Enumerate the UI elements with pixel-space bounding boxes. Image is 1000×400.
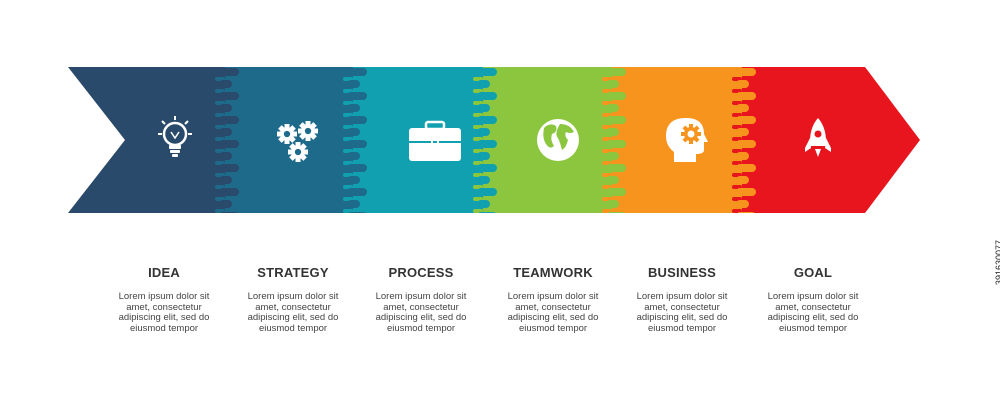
step-title: BUSINESS <box>647 265 717 280</box>
step-title: TEAMWORK <box>513 265 593 280</box>
step-description-line: eiusmod tempor <box>129 322 199 334</box>
segment-edge <box>215 68 239 213</box>
step-description-line: adipiscing elit, sed do <box>636 312 728 323</box>
step-title: GOAL <box>793 265 833 280</box>
step-description-line: Lorem ipsum dolor sit <box>118 291 210 302</box>
process-arrow <box>68 67 920 213</box>
step-title: IDEA <box>148 265 180 280</box>
step-description-line: eiusmod tempor <box>647 322 717 334</box>
step-description-line: Lorem ipsum dolor sit <box>375 291 467 302</box>
lightbulb-icon <box>158 116 192 157</box>
gears-icon <box>277 121 318 162</box>
segment-process <box>353 67 485 213</box>
connector-dot <box>216 155 222 161</box>
step-description-line: Lorem ipsum dolor sit <box>247 291 339 302</box>
segment-edge <box>343 68 367 213</box>
step-description-line: adipiscing elit, sed do <box>507 312 599 323</box>
connector-dot <box>344 155 350 161</box>
head-gear-icon <box>666 118 708 162</box>
segment-teamwork <box>483 67 614 213</box>
step-description-line: adipiscing elit, sed do <box>118 312 210 323</box>
step-description-line: amet, consectetur <box>126 301 202 313</box>
segment-goal <box>742 67 920 213</box>
stock-id: 391630077 <box>994 240 1000 286</box>
segment-strategy <box>225 67 355 213</box>
globe-icon <box>537 119 579 161</box>
connector-dot <box>336 155 342 161</box>
step-title: PROCESS <box>388 265 454 280</box>
step-description-line: adipiscing elit, sed do <box>767 312 859 323</box>
step-title: STRATEGY <box>257 265 329 280</box>
connector-dot <box>733 155 739 161</box>
step-description-line: amet, consectetur <box>644 301 720 313</box>
step-description-line: eiusmod tempor <box>258 322 328 334</box>
step-description-line: amet, consectetur <box>255 301 331 313</box>
connector-dot <box>595 155 601 161</box>
step-description-line: amet, consectetur <box>775 301 851 313</box>
connector-dot <box>725 155 731 161</box>
step-description-line: adipiscing elit, sed do <box>247 312 339 323</box>
step-description-line: Lorem ipsum dolor sit <box>507 291 599 302</box>
step-description-line: amet, consectetur <box>515 301 591 313</box>
connector-dot <box>474 155 480 161</box>
step-description-line: eiusmod tempor <box>518 322 588 334</box>
segment-business <box>612 67 744 213</box>
segment-edge <box>732 68 756 213</box>
step-description-line: Lorem ipsum dolor sit <box>636 291 728 302</box>
step-description-line: eiusmod tempor <box>778 322 848 334</box>
step-description-line: eiusmod tempor <box>386 322 456 334</box>
segment-edge <box>473 68 497 213</box>
step-description-line: Lorem ipsum dolor sit <box>767 291 859 302</box>
segment-idea <box>68 67 227 213</box>
connector-dot <box>603 155 609 161</box>
briefcase-icon <box>409 120 461 161</box>
connector-dot <box>208 155 214 161</box>
connector-dot <box>466 155 472 161</box>
step-description-line: adipiscing elit, sed do <box>375 312 467 323</box>
segment-edge <box>602 68 626 213</box>
step-description-line: amet, consectetur <box>383 301 459 313</box>
rocket-icon <box>805 118 831 157</box>
